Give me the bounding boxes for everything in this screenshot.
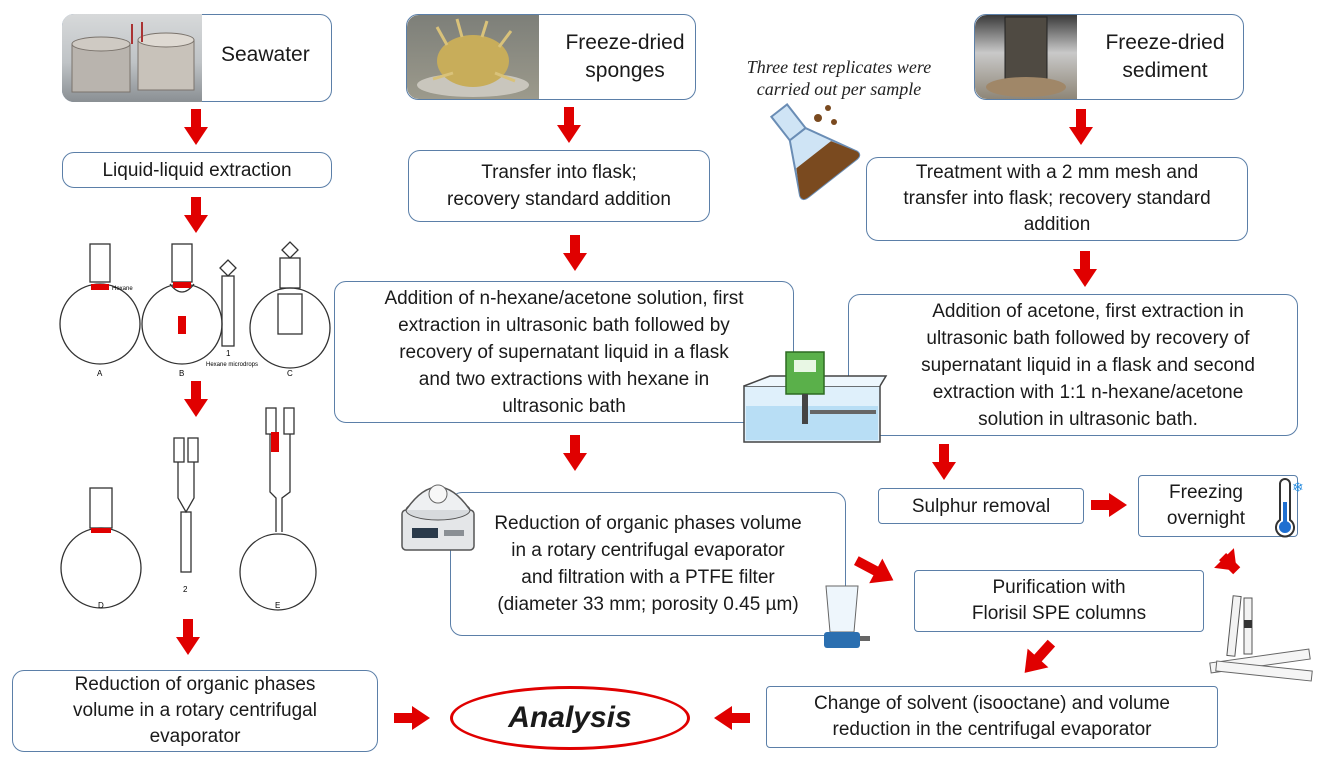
centrifugal-evaporator-icon (401, 484, 475, 551)
acetone-line2: ultrasonic bath followed by recovery of (926, 327, 1250, 349)
mesh-line2: transfer into flask; recovery standard (903, 188, 1211, 209)
replicates-note: Three test replicates were carried out p… (724, 56, 954, 100)
reduction-left-line3: evaporator (149, 726, 241, 747)
liquid-liquid-extraction-box: Liquid-liquid extraction (62, 152, 332, 188)
lle-text: Liquid-liquid extraction (102, 159, 292, 181)
apparatus-label-b: B (179, 369, 184, 378)
mesh-line3: addition (1023, 214, 1091, 235)
mesh-treatment-box: Treatment with a 2 mm mesh and transfer … (866, 157, 1248, 241)
analysis-ellipse: Analysis (450, 686, 690, 750)
sponge-photo (407, 15, 539, 99)
arrow-transfer-to-hexane (563, 234, 587, 272)
reduction-mid-line4: (diameter 33 mm; porosity 0.45 µm) (497, 594, 799, 615)
arrow-lle-down (184, 196, 208, 234)
apparatus-label-e: E (275, 601, 280, 610)
sulphur-text: Sulphur removal (911, 495, 1051, 517)
acetone-line4: extraction with 1:1 n-hexane/acetone (932, 381, 1244, 403)
freezing-line2: overnight (1166, 508, 1246, 529)
reduction-left-box: Reduction of organic phases volume in a … (12, 670, 378, 752)
spe-columns-icon (1209, 595, 1313, 682)
transfer-line2: recovery standard addition (447, 189, 671, 210)
seawater-label: Seawater (221, 43, 310, 66)
solvent-line1: Change of solvent (isooctane) and volume (814, 693, 1170, 714)
reduction-filtration-box: Reduction of organic phases volume in a … (450, 492, 846, 636)
replicates-note-line1: Three test replicates were (746, 57, 932, 77)
arrow-hexane-to-reduction (563, 434, 587, 472)
sponges-label-line2: sponges (585, 59, 665, 82)
arrow-apparatus-to-reduction (176, 618, 200, 656)
florisil-purification-box: Purification with Florisil SPE columns (914, 570, 1204, 632)
reduction-left-line2: volume in a rotary centrifugal (73, 700, 317, 721)
purification-line1: Purification with (992, 577, 1126, 598)
ultrasonic-bath-icon (743, 351, 888, 443)
reduction-mid-line1: Reduction of organic phases volume (494, 513, 802, 534)
reduction-left-line1: Reduction of organic phases (74, 674, 316, 695)
glassware-apparatus-top: A B C 1 Hexane Hexane microdrops (59, 241, 331, 378)
arrow-sediment-to-mesh (1069, 108, 1093, 146)
analysis-text: Analysis (508, 701, 632, 734)
hexane-acetone-extraction-box: Addition of n-hexane/acetone solution, f… (334, 281, 794, 423)
mesh-line1: Treatment with a 2 mm mesh and (915, 162, 1199, 183)
sediment-photo (975, 15, 1077, 99)
sulphur-removal-box: Sulphur removal (878, 488, 1084, 524)
apparatus-label-c: C (287, 369, 293, 378)
svg-text:❄: ❄ (1292, 480, 1304, 496)
arrow-sponges-to-transfer (557, 106, 581, 144)
ptfe-filter-icon (824, 585, 870, 648)
glassware-apparatus-bottom: D 2 E (60, 407, 317, 611)
hexane-line3: recovery of supernatant liquid in a flas… (399, 341, 729, 363)
apparatus-label-one: 1 (226, 349, 231, 358)
acetone-line3: supernatant liquid in a flask and second (921, 354, 1255, 376)
reduction-mid-line3: and filtration with a PTFE filter (521, 567, 775, 588)
reduction-mid-line2: in a rotary centrifugal evaporator (511, 540, 785, 561)
arrow-mesh-to-acetone (1073, 250, 1097, 288)
sponges-label-line1: Freeze-dried (565, 31, 685, 54)
sediment-label-line1: Freeze-dried (1105, 31, 1225, 54)
arrow-acetone-to-sulphur (932, 443, 956, 481)
hexane-line2: extraction in ultrasonic bath followed b… (398, 314, 730, 336)
arrow-purification-to-solvent (1024, 639, 1056, 673)
purification-line2: Florisil SPE columns (971, 603, 1147, 624)
apparatus-label-two: 2 (183, 585, 188, 594)
arrow-reduction-to-purification (853, 556, 894, 584)
apparatus-label-d: D (98, 601, 104, 610)
acetone-line5: solution in ultrasonic bath. (978, 408, 1198, 430)
arrow-solvent-to-analysis (712, 706, 752, 730)
arrow-freezing-to-purification (1214, 548, 1241, 575)
hexane-line4: and two extractions with hexane in (418, 368, 710, 390)
arrow-sulphur-to-freezing (1090, 493, 1128, 517)
sediment-label-line2: sediment (1122, 59, 1208, 82)
acetone-line1: Addition of acetone, first extraction in (932, 300, 1244, 322)
arrow-left-to-analysis (392, 706, 432, 730)
apparatus-label-hexane: Hexane (112, 286, 133, 292)
arrow-seawater-to-lle (184, 108, 208, 146)
apparatus-label-microdrops: Hexane microdrops (206, 362, 258, 368)
hexane-line1: Addition of n-hexane/acetone solution, f… (384, 287, 744, 309)
replicates-note-line2: carried out per sample (756, 79, 922, 99)
transfer-flask-box: Transfer into flask; recovery standard a… (408, 150, 710, 222)
flask-icon (769, 103, 861, 201)
transfer-line1: Transfer into flask; (481, 162, 637, 183)
thermometer-cold-icon: ❄ (1275, 478, 1304, 538)
freezing-overnight-box: Freezing overnight (1138, 475, 1298, 537)
hexane-line5: ultrasonic bath (502, 395, 626, 417)
solvent-line2: reduction in the centrifugal evaporator (832, 719, 1152, 740)
acetone-extraction-box: Addition of acetone, first extraction in… (848, 294, 1298, 436)
seawater-sampler-photo (62, 14, 202, 102)
solvent-change-box: Change of solvent (isooctane) and volume… (766, 686, 1218, 748)
freezing-line1: Freezing (1169, 482, 1243, 503)
apparatus-label-a: A (97, 369, 103, 378)
